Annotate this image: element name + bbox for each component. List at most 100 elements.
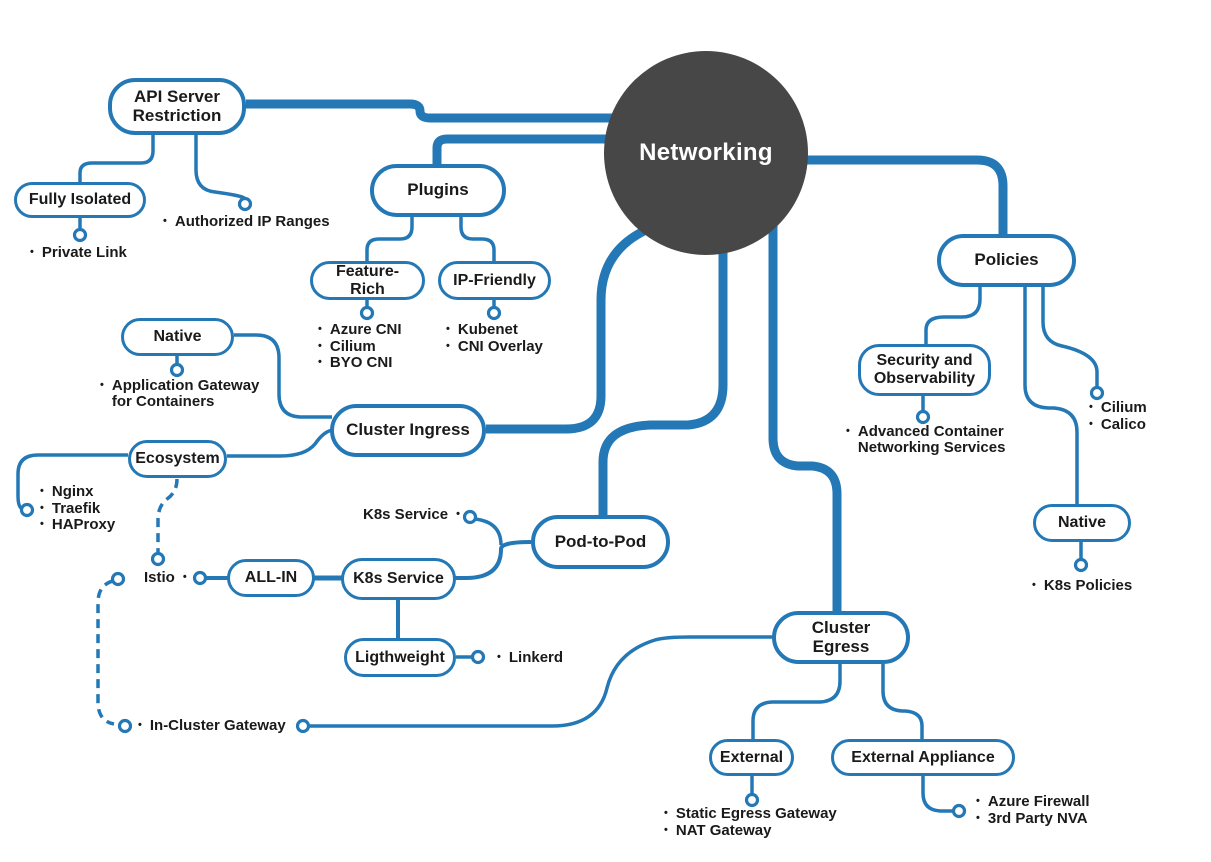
bullet-icon: • bbox=[318, 339, 322, 352]
list-fully-isolated: •Private Link bbox=[30, 245, 127, 262]
node-native-policies: Native bbox=[1033, 504, 1131, 542]
edge-istio-in-cluster-dashed bbox=[96, 579, 115, 726]
node-feature-rich: Feature-Rich bbox=[310, 261, 425, 300]
edge-api-fully-isolated bbox=[78, 135, 155, 183]
list-native-ingress: •Application Gateway for Containers bbox=[100, 378, 280, 410]
list-item: •BYO CNI bbox=[318, 354, 393, 371]
list-item: •Nginx bbox=[40, 483, 94, 500]
bullet-icon: • bbox=[30, 246, 34, 258]
list-ecosystem: •Nginx •Traefik •HAProxy bbox=[40, 484, 115, 534]
node-external-appliance: External Appliance bbox=[831, 739, 1015, 776]
edge-networking-policies bbox=[795, 155, 1008, 235]
node-ip-friendly: IP-Friendly bbox=[438, 261, 551, 300]
edge-policies-native bbox=[1023, 287, 1079, 505]
endpoint-authorized-ip bbox=[237, 196, 253, 212]
edge-plugins-feature-rich bbox=[365, 217, 414, 262]
list-item: •Static Egress Gateway bbox=[664, 805, 837, 822]
endpoint-nginx-list bbox=[19, 502, 35, 518]
label-k8s-service-ref: K8s Service• bbox=[363, 506, 460, 523]
edge-networking-cluster-ingress bbox=[486, 221, 657, 434]
endpoint-in-cluster-left bbox=[117, 718, 133, 734]
edge-plugins-networking bbox=[432, 134, 620, 166]
endpoint-k8s-policies bbox=[1073, 557, 1089, 573]
node-fully-isolated: Fully Isolated bbox=[14, 182, 146, 218]
bullet-icon: • bbox=[976, 811, 980, 824]
edge-networking-pod-to-pod bbox=[598, 250, 728, 516]
label-istio: Istio• bbox=[144, 569, 187, 586]
list-item: •Azure CNI bbox=[318, 321, 402, 338]
endpoint-istio-left bbox=[110, 571, 126, 587]
list-native-policies: •K8s Policies bbox=[1032, 578, 1132, 595]
list-item: •Linkerd bbox=[497, 649, 564, 666]
bullet-icon: • bbox=[318, 323, 322, 335]
central-topic-label: Networking bbox=[639, 139, 773, 166]
list-item: •Authorized IP Ranges bbox=[163, 213, 330, 230]
bullet-icon: • bbox=[664, 823, 668, 836]
list-item: •NAT Gateway bbox=[664, 821, 772, 839]
list-ligthweight: •Linkerd bbox=[497, 650, 563, 667]
edge-api-authorized-ip bbox=[194, 135, 247, 200]
endpoint-feature-rich bbox=[359, 305, 375, 321]
edge-cluster-egress-external bbox=[751, 664, 842, 740]
bullet-icon: • bbox=[1032, 579, 1036, 591]
edge-ecosystem-istio-dashed bbox=[156, 478, 179, 553]
bullet-icon: • bbox=[1089, 417, 1093, 430]
list-item: •Cilium bbox=[318, 337, 376, 355]
list-item: •HAProxy bbox=[40, 516, 116, 533]
list-item: •CNI Overlay bbox=[446, 337, 543, 355]
list-item: •K8s Policies bbox=[1032, 577, 1133, 594]
bullet-icon: • bbox=[40, 501, 44, 514]
edge-in-cluster-cluster-egress bbox=[309, 635, 772, 728]
edge-external-appliance-dot bbox=[921, 776, 953, 813]
node-pod-to-pod: Pod-to-Pod bbox=[531, 515, 670, 569]
list-item: •Private Link bbox=[30, 244, 127, 261]
node-api-server-restriction: API Server Restriction bbox=[108, 78, 246, 135]
node-policies: Policies bbox=[937, 234, 1076, 287]
endpoint-private-link bbox=[72, 227, 88, 243]
node-k8s-service: K8s Service bbox=[341, 558, 456, 600]
edge-cluster-egress-external-appliance bbox=[881, 664, 924, 740]
bullet-icon: • bbox=[456, 508, 460, 520]
edge-networking-cluster-egress bbox=[768, 226, 842, 612]
edge-native-cluster-ingress bbox=[234, 333, 332, 419]
list-item: •Traefik bbox=[40, 499, 101, 517]
list-policies-bullets: •Cilium •Calico bbox=[1089, 400, 1147, 433]
node-security-observability: Security and Observability bbox=[858, 344, 991, 396]
node-external: External bbox=[709, 739, 794, 776]
edge-plugins-ip-friendly bbox=[459, 217, 496, 262]
bullet-icon: • bbox=[497, 651, 501, 663]
endpoint-acns bbox=[915, 409, 931, 425]
edge-k8s-label-merge bbox=[474, 517, 503, 546]
list-item: •Cilium bbox=[1089, 399, 1147, 416]
node-all-in: ALL-IN bbox=[227, 559, 315, 597]
node-ecosystem: Ecosystem bbox=[128, 440, 227, 478]
edge-ecosystem-nginx-dot bbox=[16, 453, 128, 511]
endpoint-azure-firewall bbox=[951, 803, 967, 819]
list-item: •Advanced Container Networking Services bbox=[846, 423, 1006, 456]
bullet-icon: • bbox=[100, 379, 104, 391]
endpoint-ip-friendly bbox=[486, 305, 502, 321]
bullet-icon: • bbox=[664, 807, 668, 819]
node-ligthweight: Ligthweight bbox=[344, 638, 456, 677]
list-item: •Application Gateway for Containers bbox=[100, 377, 260, 410]
bullet-icon: • bbox=[846, 425, 850, 437]
list-external-appliance: •Azure Firewall •3rd Party NVA bbox=[976, 794, 1090, 827]
bullet-icon: • bbox=[1089, 401, 1093, 413]
node-native-ingress: Native bbox=[121, 318, 234, 356]
list-item: •Kubenet bbox=[446, 321, 518, 338]
bullet-icon: • bbox=[446, 339, 450, 352]
list-ip-friendly: •Kubenet •CNI Overlay bbox=[446, 322, 543, 355]
endpoint-cilium-calico bbox=[1089, 385, 1105, 401]
list-external: •Static Egress Gateway •NAT Gateway bbox=[664, 806, 837, 839]
list-api-restriction: •Authorized IP Ranges bbox=[163, 214, 330, 231]
bullet-icon: • bbox=[446, 323, 450, 335]
edge-api-server-networking bbox=[246, 99, 625, 123]
edge-policies-cilium-dot bbox=[1041, 287, 1099, 387]
node-plugins: Plugins bbox=[370, 164, 506, 217]
list-feature-rich: •Azure CNI •Cilium •BYO CNI bbox=[318, 322, 402, 372]
edge-policies-security-observability bbox=[924, 287, 982, 345]
endpoint-in-cluster-right bbox=[295, 718, 311, 734]
bullet-icon: • bbox=[40, 518, 44, 530]
